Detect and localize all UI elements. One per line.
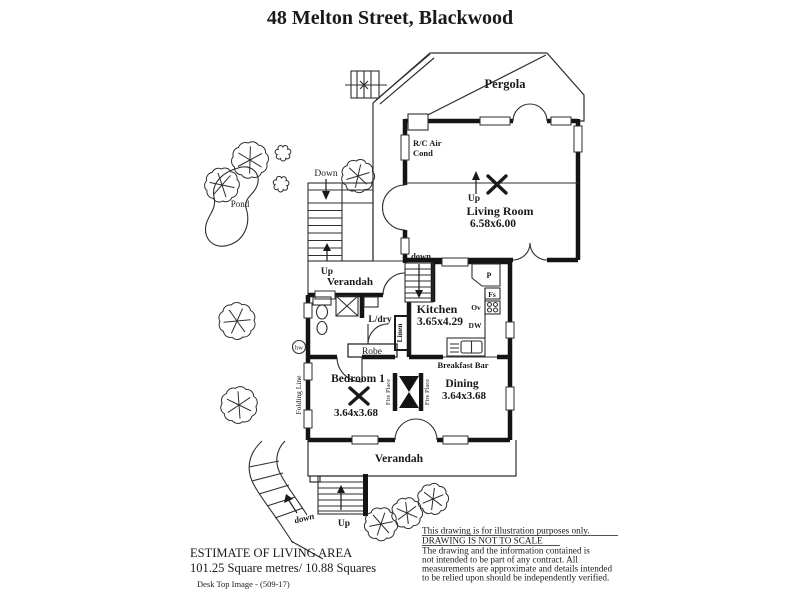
disclaimer-line-1: This drawing is for illustration purpose… [422,526,590,536]
fixture-label-linen: Linen [395,323,404,343]
disclaimer-underlines [422,535,618,546]
tree [417,482,450,515]
down-arrow-interior [415,264,423,298]
stair-label-up-verandah: Up [321,267,333,277]
room-label-laundry: L/dry [368,315,391,325]
up-arrow-bottom [337,485,345,510]
disclaimer-line-3: The drawing and the information containe… [422,546,590,556]
stair-label-down-top: Down [314,169,337,179]
room-label-kitchen: Kitchen [417,302,458,316]
windows [303,116,583,445]
fixture-label-oven: Ov [471,303,481,312]
stair-label-down-curved: down [293,511,315,526]
pond-shape [204,166,259,247]
exterior-stairs-left [307,182,405,295]
room-dims-bedroom1: 3.64x3.68 [334,407,379,419]
folding-line-label: Folding Line [294,375,303,415]
disclaimer-line-6: to be relied upon should be independentl… [422,573,609,583]
tree [220,386,258,424]
curved-stairs [248,440,324,560]
room-label-pergola: Pergola [485,77,527,91]
room-label-living: Living Room [466,204,533,218]
down-arrow-curved [284,494,298,514]
tree [364,507,399,542]
corner-pantry [471,263,501,287]
room-label-verandah-upper: Verandah [327,276,373,288]
tree [391,497,424,530]
pond-label: Pond [231,199,250,209]
tree [204,167,240,203]
room-label-verandah-lower: Verandah [375,453,424,465]
down-arrow-top [322,179,330,200]
room-dims-dining: 3.64x3.68 [442,390,487,402]
door-swings [336,103,548,441]
kitchen-fittings [443,263,501,358]
estimate-value: 101.25 Square metres/ 10.88 Squares [190,561,376,575]
pergola-outline [372,52,585,261]
disclaimer-line-5: measurements are approximate and details… [422,564,612,574]
shower [335,295,359,317]
tree [341,159,376,194]
rc-air-label-1: R/C Air [413,138,442,148]
exterior-stairs-bottom [317,474,368,516]
tree [231,141,269,179]
fixture-label-dishwasher: DW [469,321,482,330]
up-arrow-verandah [323,243,331,261]
bush [272,175,290,193]
rc-air-cond-unit [407,113,429,131]
room-label-bedroom1: Bedroom 1 [331,373,385,385]
stair-label-up-living: Up [468,194,480,204]
rc-air-label-2: Cond [413,148,433,158]
toilet-bowl [315,304,329,320]
fireplace-label-right: Fire Place [424,379,431,405]
room-label-dining: Dining [445,378,478,390]
fireplace-label-left: Fire Place [385,379,392,405]
tree [218,302,256,340]
hot-water-unit [291,339,307,355]
storage-units [347,315,411,358]
room-dims-living: 6.58x6.00 [470,218,516,230]
fixture-label-hw: hw [295,345,303,352]
estimate-title: ESTIMATE OF LIVING AREA [190,546,352,560]
ceiling-fan-icon-bedroom [348,386,370,406]
disclaimer-line-4: not intended to be part of any contract.… [422,555,578,565]
fireplace [392,373,424,411]
bush [274,145,292,162]
bathroom-fixtures [312,295,379,336]
fixture-label-fs: Fs [488,290,496,299]
fixture-label-pantry: P [487,271,492,280]
chimney [345,70,387,99]
verandah-lower-outline [307,440,517,483]
ceiling-fan-icon-living [486,174,508,195]
up-arrow-living [472,171,480,194]
wall-cabinet [363,296,379,308]
stair-label-up-bottom: Up [338,519,350,529]
disclaimer-line-2: DRAWING IS NOT TO SCALE [422,536,543,546]
room-dims-kitchen: 3.65x4.29 [417,316,463,328]
page-title: 48 Melton Street, Blackwood [267,7,513,29]
stair-label-down-interior: down [411,251,431,261]
watermark-label: Desk Top Image - (509-17) [197,579,290,589]
fixture-label-breakfast-bar: Breakfast Bar [437,360,488,370]
fixture-label-robe: Robe [362,347,382,357]
basin [316,320,328,336]
